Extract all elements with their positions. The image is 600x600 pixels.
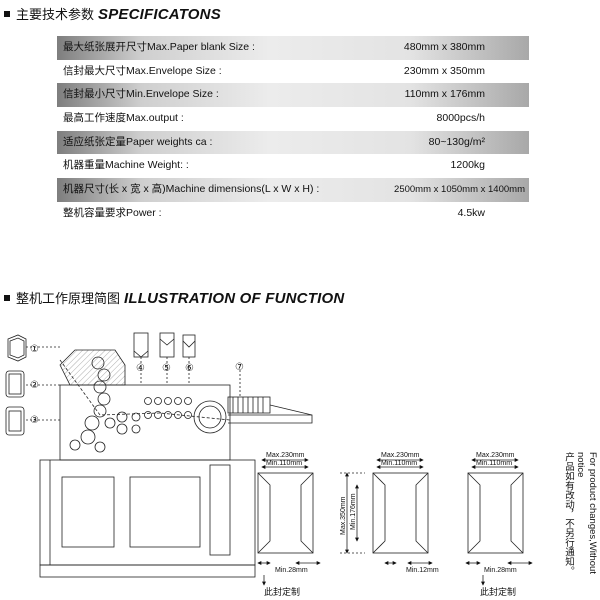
bullet-square-icon: [4, 11, 10, 17]
spec-label: 最大纸张展开尺寸Max.Paper blank Size :: [63, 41, 255, 53]
spec-value: 80~130g/m²: [428, 135, 485, 148]
spec-label: 整机容量要求Power :: [63, 206, 162, 219]
spec-value: 8000pcs/h: [436, 112, 485, 125]
spec-row: 最高工作速度Max.output : 8000pcs/h: [57, 107, 529, 131]
dim-min12: Min.12mm: [406, 567, 439, 574]
machine-drawing: [5, 332, 313, 578]
callout-5: ⑤: [162, 363, 171, 374]
envelope-diagrams: [257, 458, 533, 586]
spec-row: 机器重量Machine Weight: : 1200kg: [57, 154, 529, 178]
blank-shape-1: [7, 334, 27, 362]
custom-label-2: 此封定制: [480, 586, 516, 598]
spec-value: 4.5kw: [457, 206, 485, 219]
spec-label: 信封最小尺寸Min.Envelope Size :: [63, 88, 219, 101]
spec-value: 480mm x 380mm: [403, 41, 485, 53]
callout-2: ②: [30, 380, 39, 391]
spec-value: 2500mm x 1050mm x 1400mm: [394, 184, 525, 196]
spec-row: 最大纸张展开尺寸Max.Paper blank Size : 480mm x 3…: [57, 36, 529, 60]
dim-max350: Max.350mm: [340, 496, 347, 535]
dim-min110-3: Min.110mm: [476, 460, 512, 467]
callout-4: ④: [136, 363, 145, 374]
spec-value: 1200kg: [450, 159, 485, 172]
callout-3: ③: [30, 415, 39, 426]
spec-label: 最高工作速度Max.output :: [63, 112, 184, 125]
callout-1: ①: [30, 344, 39, 355]
stacker: [227, 370, 313, 424]
spec-value: 230mm x 350mm: [403, 64, 485, 77]
envelope-3: [465, 458, 533, 586]
spec-label: 适应纸张定量Paper weights ca :: [63, 135, 213, 148]
spec-title-cn: 主要技术参数: [16, 8, 95, 23]
dim-max230-1: Max.230mm: [266, 452, 305, 459]
envelope-1: [257, 458, 321, 586]
dim-max230-3: Max.230mm: [476, 452, 515, 459]
spec-table: 最大纸张展开尺寸Max.Paper blank Size : 480mm x 3…: [57, 36, 529, 226]
spec-row: 适应纸张定量Paper weights ca : 80~130g/m²: [57, 130, 529, 155]
spec-label: 信封最大尺寸Max.Envelope Size :: [63, 64, 222, 77]
spec-label: 机器重量Machine Weight: :: [63, 159, 189, 172]
side-note-en: For product changes,Without notice: [575, 452, 598, 574]
spec-label: 机器尺寸(长 x 宽 x 高)Machine dimensions(L x W …: [63, 183, 320, 196]
function-title-cn: 整机工作原理简图: [16, 292, 121, 307]
roller-stack: [69, 356, 227, 453]
callout-7: ⑦: [235, 362, 244, 373]
dim-min110-2: Min.110mm: [381, 460, 417, 467]
envelope-2: [372, 458, 433, 565]
spec-row: 信封最大尺寸Max.Envelope Size : 230mm x 350mm: [57, 60, 529, 84]
spec-title-en: SPECIFICATONS: [98, 6, 221, 23]
spec-value: 110mm x 176mm: [404, 88, 485, 101]
spec-row: 整机容量要求Power : 4.5kw: [57, 202, 529, 226]
fold-stations: [133, 332, 196, 385]
function-title-en: ILLUSTRATION OF FUNCTION: [124, 290, 345, 307]
bullet-square-icon: [4, 295, 10, 301]
spec-row: 机器尺寸(长 x 宽 x 高)Machine dimensions(L x W …: [57, 178, 529, 202]
spec-row: 信封最小尺寸Min.Envelope Size : 110mm x 176mm: [57, 83, 529, 108]
blank-shape-2: [5, 370, 25, 398]
dim-min110-1: Min.110mm: [266, 460, 302, 467]
callout-6: ⑥: [185, 363, 194, 374]
dim-min176: Min.176mm: [350, 493, 357, 530]
function-diagram: ① ② ③ ④ ⑤ ⑥ ⑦: [5, 332, 533, 598]
blank-shape-3: [5, 406, 25, 436]
dim-min28-2: Min.28mm: [484, 567, 517, 574]
dim-min28-1: Min.28mm: [275, 567, 308, 574]
side-note: For product changes,Without notice 产品如有改…: [562, 452, 598, 600]
custom-label-1: 此封定制: [264, 586, 300, 598]
side-note-cn: 产品如有改动，不另行通知。: [563, 452, 574, 576]
dim-max230-2: Max.230mm: [381, 452, 420, 459]
